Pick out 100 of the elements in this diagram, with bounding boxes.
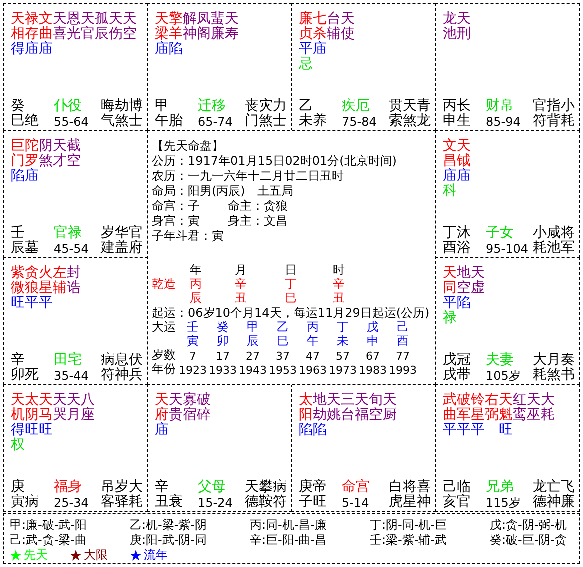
- chart-heading: 【先天命盘】: [152, 139, 224, 154]
- transform-rule: 甲:廉-破-武-阳: [10, 518, 88, 533]
- age-range: 55-64: [54, 115, 89, 130]
- age-range: 5-14: [342, 496, 370, 511]
- age-range: 85-94: [486, 115, 521, 130]
- stem-text: 癸: [11, 99, 25, 114]
- transform-rule: 乙:机-梁-紫-阴: [130, 518, 208, 533]
- deity-names: 岁华官: [101, 226, 143, 241]
- deity-names: 气煞士: [100, 114, 143, 129]
- info-line: 子年斗君：寅: [152, 229, 224, 244]
- decade-stem: 癸: [216, 320, 230, 335]
- star-names: 文天: [443, 139, 471, 154]
- branch-text: 子旺: [299, 495, 327, 510]
- stem-text: 辛: [155, 480, 169, 495]
- palace-name: 疾厄: [342, 99, 371, 114]
- branch-text: 亥官: [443, 495, 471, 510]
- age-range: 115岁: [486, 496, 521, 511]
- star-names: 曲军星弼魁鸾巫耗: [443, 408, 555, 423]
- decade-stem: 己: [396, 320, 410, 335]
- deity-names: 贯天青: [388, 99, 431, 114]
- star-names: 天地天: [443, 266, 485, 281]
- palace-name: 福身: [54, 480, 83, 495]
- year-number: 1993: [388, 363, 418, 378]
- star-names: 同空虚: [443, 281, 485, 296]
- legend-label: 大限: [84, 548, 108, 563]
- brightness-marks: 得庙庙: [11, 42, 53, 57]
- transform-rule: 丙:同-机-昌-廉: [250, 518, 328, 533]
- star-names: 天擎解凤蜚天: [155, 12, 239, 27]
- stem-text: 辛: [11, 353, 25, 368]
- transform-rule: 辛:巨-阳-曲-昌: [250, 533, 328, 548]
- deity-names: 耗池军: [532, 241, 575, 256]
- star-names: 天禄文天恩天孤天天: [11, 12, 137, 27]
- palace-name: 子女: [486, 226, 515, 241]
- palace-box: [435, 3, 580, 131]
- transform-rule: 庚:阳-武-阴-同: [130, 533, 208, 548]
- decade-stem: 丁: [336, 320, 350, 335]
- deity-names: 建盖府: [100, 241, 143, 256]
- deity-names: 耗煞书: [532, 368, 575, 383]
- age-range: 65-74: [198, 115, 233, 130]
- transform-rule: 戊:贪-阴-弼-机: [490, 518, 568, 533]
- branch-text: 辰墓: [11, 241, 39, 256]
- star-names: 太地天三天旬天: [299, 393, 397, 408]
- info-line: 命主：贪狼: [228, 199, 288, 214]
- stem-text: 丁沐: [443, 226, 471, 241]
- deity-names: 丧灾力: [244, 99, 287, 114]
- palace-box: [435, 384, 580, 512]
- brightness-marks: 陷庙: [11, 169, 39, 184]
- pillar-stem: 辛: [234, 277, 248, 292]
- transform-mark: 权: [11, 438, 25, 453]
- transform-mark: 禄: [443, 311, 457, 326]
- pillar-branch: 巳: [284, 291, 298, 306]
- row-label: 乾造: [152, 277, 176, 292]
- age-range: 15-24: [198, 496, 233, 511]
- star-names: 廉七台天: [299, 12, 355, 27]
- stem-text: 丙长: [443, 99, 471, 114]
- brightness-marks: 旺平平: [11, 296, 53, 311]
- deity-names: 官指小: [532, 99, 575, 114]
- stem-text: 甲: [155, 99, 169, 114]
- brightness-marks: 庙庙: [443, 169, 471, 184]
- star-names: 门罗煞才空: [11, 154, 81, 169]
- age-number: 67: [365, 349, 381, 364]
- star-names: 相存曲喜光官辰伤空: [11, 27, 137, 42]
- decade-stem: 乙: [276, 320, 290, 335]
- legend-label: 先天: [24, 548, 48, 563]
- branch-text: 午胎: [155, 114, 183, 129]
- age-range: 25-34: [54, 496, 89, 511]
- star-names: 天太天天天八: [11, 393, 95, 408]
- decade-stem: 甲: [246, 320, 260, 335]
- age-range: 35-44: [54, 369, 89, 384]
- decade-stem: 壬: [186, 320, 200, 335]
- stem-text: 庚帝: [299, 480, 327, 495]
- palace-name: 兄弟: [486, 480, 515, 495]
- pillar-stem: 丁: [284, 277, 298, 292]
- info-panel: [147, 130, 436, 385]
- transform-rule: 己:武-贪-梁-曲: [10, 533, 88, 548]
- pillar-heading: 时: [332, 263, 346, 278]
- transform-rule: 丁:阴-同-机-巨: [370, 518, 448, 533]
- deity-names: 病息伏: [100, 353, 143, 368]
- deity-names: 天攀病: [244, 480, 287, 495]
- info-line: 公历：1917年01月15日02时01分(北京时间): [152, 154, 397, 169]
- row-label: 大运: [152, 320, 176, 335]
- age-number: 7: [188, 349, 198, 364]
- year-number: 1933: [208, 363, 238, 378]
- deity-names: 德鞍符: [244, 495, 287, 510]
- age-number: 47: [305, 349, 321, 364]
- brightness-marks: 庙陷: [155, 42, 183, 57]
- decade-branch: 午: [306, 334, 320, 349]
- branch-text: 申生: [443, 114, 471, 129]
- star-names: 机阴马哭月座: [11, 408, 95, 423]
- year-number: 1983: [358, 363, 388, 378]
- deity-names: 索煞龙: [388, 114, 431, 129]
- palace-name: 仆役: [54, 99, 83, 114]
- pillar-branch: 丑: [332, 291, 346, 306]
- star-names: 武破铃右天红天大: [443, 393, 555, 408]
- age-number: 37: [275, 349, 291, 364]
- age-number: 17: [215, 349, 231, 364]
- star-names: 天天寡破: [155, 393, 211, 408]
- age-range: 75-84: [342, 115, 377, 130]
- pillar-stem: 丙: [189, 277, 203, 292]
- info-line: 命宫：子: [152, 199, 200, 214]
